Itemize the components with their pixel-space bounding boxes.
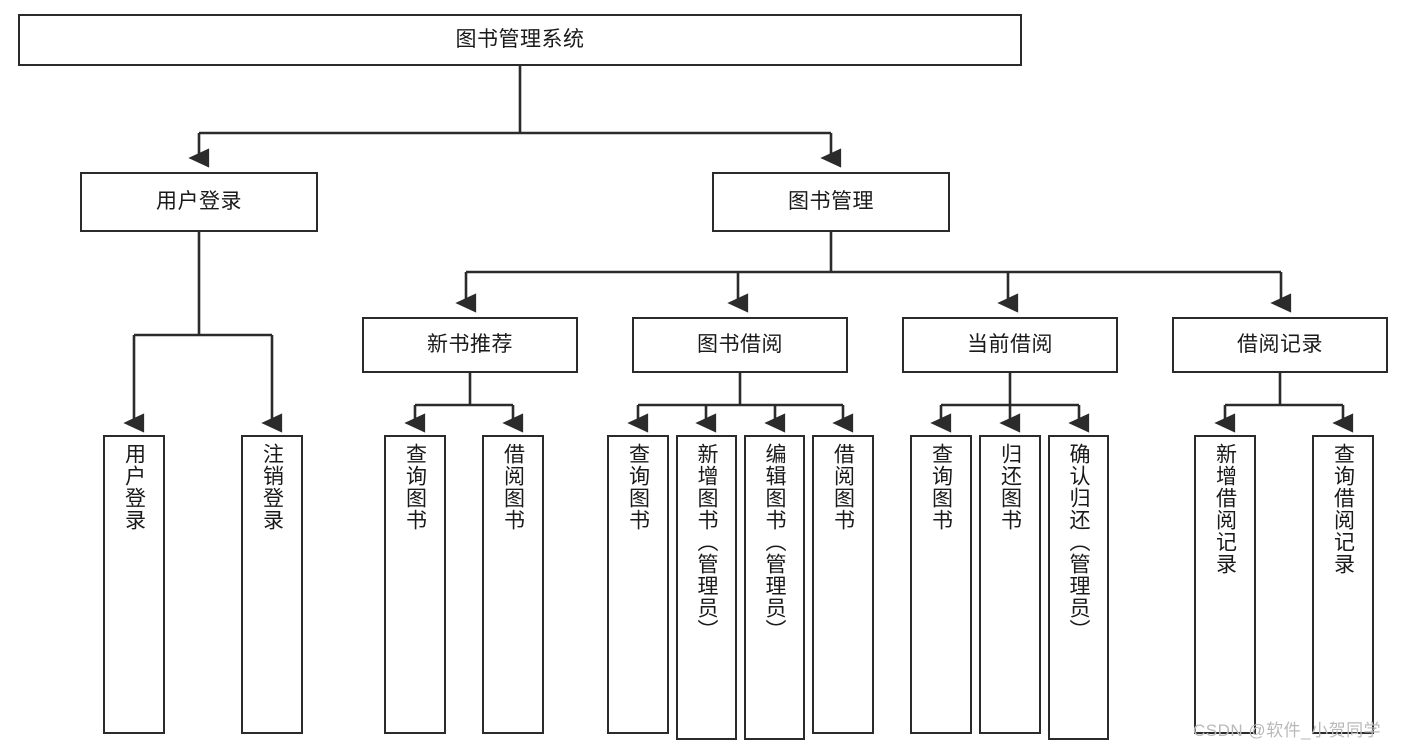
- node-label: 借阅图书: [501, 443, 525, 531]
- csdn-watermark: CSDN @软件_小贺同学: [1193, 721, 1382, 740]
- node-label: 用户登录: [156, 190, 242, 214]
- leaf-borrow-book-borrow[interactable]: 借阅图书: [812, 435, 874, 734]
- node-label: 借阅记录: [1237, 333, 1323, 357]
- node-label: 当前借阅: [967, 333, 1053, 357]
- node-label: 查询图书: [626, 443, 650, 531]
- node-label: 借阅图书: [831, 443, 855, 531]
- node-label: 查询借阅记录: [1331, 443, 1355, 575]
- node-new-book-recommend[interactable]: 新书推荐: [362, 317, 578, 373]
- node-label: 新增图书（管理员）: [695, 443, 718, 641]
- node-label: 归还图书: [998, 443, 1022, 531]
- leaf-logout-login[interactable]: 注销登录: [241, 435, 303, 734]
- node-current-borrow[interactable]: 当前借阅: [902, 317, 1118, 373]
- node-user-login[interactable]: 用户登录: [80, 172, 318, 232]
- leaf-return-book[interactable]: 归还图书: [979, 435, 1041, 734]
- node-label: 图书管理系统: [455, 28, 585, 52]
- node-book-manage[interactable]: 图书管理: [712, 172, 950, 232]
- node-label: 新增借阅记录: [1213, 443, 1237, 575]
- node-borrow-record[interactable]: 借阅记录: [1172, 317, 1388, 373]
- leaf-edit-book[interactable]: 编辑图书（管理员）: [744, 435, 805, 740]
- node-label: 新书推荐: [427, 333, 513, 357]
- node-label: 编辑图书（管理员）: [763, 443, 786, 641]
- node-label: 图书管理: [788, 190, 874, 214]
- leaf-user-login[interactable]: 用户登录: [103, 435, 165, 734]
- node-book-borrow[interactable]: 图书借阅: [632, 317, 848, 373]
- node-label: 用户登录: [122, 443, 146, 531]
- node-label: 查询图书: [929, 443, 953, 531]
- leaf-query-book-recommend[interactable]: 查询图书: [384, 435, 446, 734]
- node-label: 查询图书: [403, 443, 427, 531]
- leaf-query-book-current[interactable]: 查询图书: [910, 435, 972, 734]
- node-label: 注销登录: [260, 443, 284, 531]
- node-label: 图书借阅: [697, 333, 783, 357]
- leaf-borrow-book-recommend[interactable]: 借阅图书: [482, 435, 544, 734]
- leaf-add-book[interactable]: 新增图书（管理员）: [676, 435, 737, 740]
- leaf-add-borrow-record[interactable]: 新增借阅记录: [1194, 435, 1256, 734]
- node-label: 确认归还（管理员）: [1067, 443, 1090, 641]
- node-root-system[interactable]: 图书管理系统: [18, 14, 1022, 66]
- leaf-query-borrow-record[interactable]: 查询借阅记录: [1312, 435, 1374, 734]
- leaf-query-book-borrow[interactable]: 查询图书: [607, 435, 669, 734]
- leaf-confirm-return[interactable]: 确认归还（管理员）: [1048, 435, 1109, 740]
